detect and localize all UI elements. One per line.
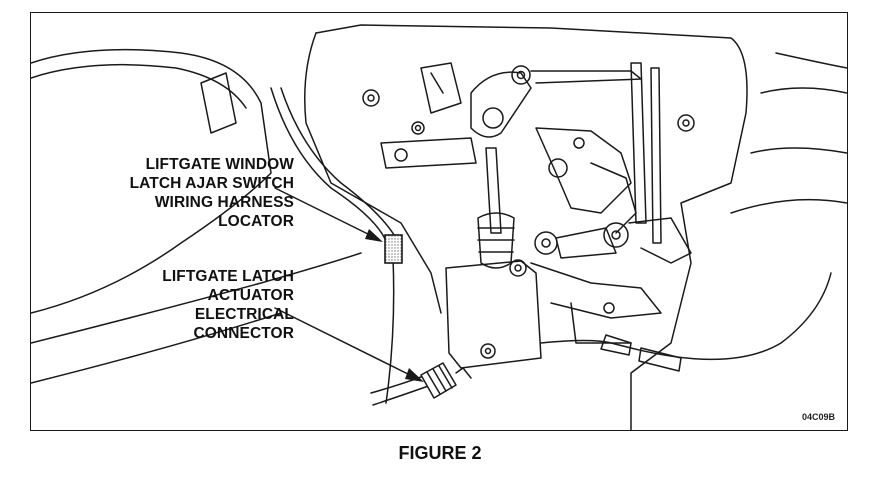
harness-locator-block <box>384 234 403 264</box>
actuator-connector-body <box>420 362 457 399</box>
callout-actuator-connector: LIFTGATE LATCH ACTUATOR ELECTRICAL CONNE… <box>162 267 294 343</box>
callout-line: WIRING HARNESS <box>154 194 294 211</box>
figure-caption: FIGURE 2 <box>398 443 482 463</box>
callout-line: ACTUATOR <box>207 287 294 304</box>
arrowhead-actuator-connector <box>405 368 424 382</box>
latch-mechanism <box>420 62 462 114</box>
callout-harness-locator: LIFTGATE WINDOW LATCH AJAR SWITCH WIRING… <box>130 155 294 231</box>
left-trim-panel <box>31 48 272 314</box>
leader-line-actuator-connector <box>274 307 417 379</box>
wiring-harness <box>270 87 395 404</box>
latch-actuator <box>445 260 542 369</box>
latch-assembly-illustration <box>31 24 847 430</box>
callout-line: LATCH AJAR SWITCH <box>129 175 294 192</box>
diagram-frame: 04C09B <box>30 12 848 431</box>
leader-line-harness-locator <box>274 187 377 239</box>
callout-line: LOCATOR <box>218 213 294 230</box>
arrowhead-harness-locator <box>365 229 383 242</box>
callout-line: ELECTRICAL <box>194 306 294 323</box>
release-cable <box>540 272 832 361</box>
image-code: 04C09B <box>801 412 835 422</box>
callout-line: CONNECTOR <box>193 325 294 342</box>
callout-line: LIFTGATE LATCH <box>162 268 294 285</box>
callout-line: LIFTGATE WINDOW <box>145 156 294 173</box>
liftgate-inner-panel <box>315 24 748 430</box>
